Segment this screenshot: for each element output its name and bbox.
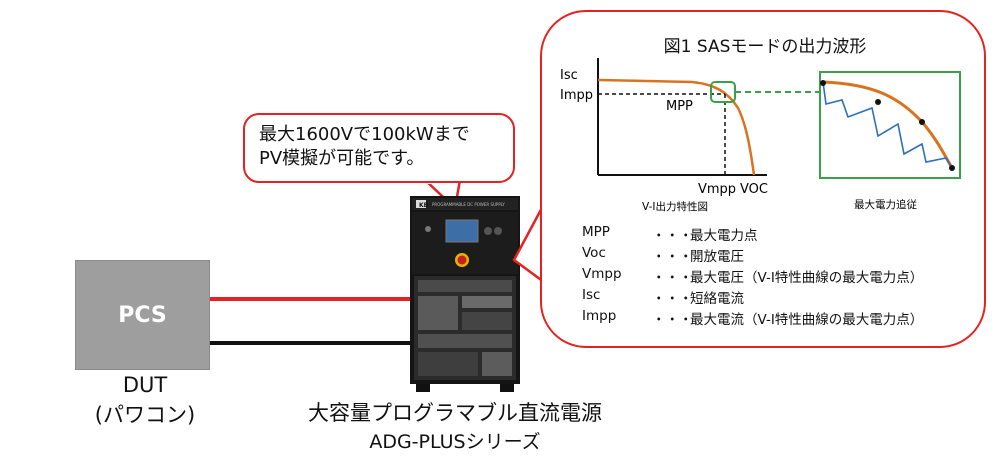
dut-label: DUT (122, 373, 168, 397)
callout-line1: 最大1600Vで100kWまで (259, 124, 470, 145)
vi-curve (597, 78, 756, 176)
tracking-box (819, 71, 961, 179)
power-supply-cabinet: KB PROGRAMMABLE DC POWER SUPPLY (410, 196, 520, 392)
display-screen (445, 219, 479, 243)
callout-bubble: 最大1600Vで100kWまで PV模擬が可能です。 (243, 113, 515, 183)
isc-tick: Isc (560, 68, 578, 83)
vmpp-tick: Vmpp (698, 182, 736, 197)
vi-caption: V-I出力特性図 (642, 200, 708, 213)
device-series: ADG-PLUSシリーズ (369, 431, 541, 453)
pcs-box: PCS (75, 260, 210, 370)
power-switch (425, 226, 431, 232)
positive-wire (210, 297, 415, 301)
front-panel-label: PROGRAMMABLE DC POWER SUPPLY (432, 202, 505, 207)
callout-line2: PV模擬が可能です。 (259, 148, 425, 169)
tracking-steps (822, 81, 953, 169)
tracking-curve (822, 80, 954, 169)
voc-tick: VOC (740, 182, 768, 197)
negative-wire (210, 341, 415, 345)
mpp-label: MPP (666, 99, 693, 114)
device-name: 大容量プログラマブル直流電源 (308, 401, 602, 425)
vi-chart: Isc Impp MPP Vmpp VOC V-I出力特性図 最大電力追従 (560, 58, 961, 213)
brand-logo-text: KB (419, 202, 429, 209)
dut-sublabel: (パワコン) (94, 403, 196, 427)
figure-title: 図1 SASモードの出力波形 (663, 37, 867, 57)
tracking-caption: 最大電力追従 (854, 198, 917, 211)
brand-logo (416, 200, 426, 208)
figure-panel: 図1 SASモードの出力波形 Isc Impp MPP Vmpp VOC V-I… (540, 10, 986, 348)
impp-tick: Impp (560, 88, 593, 103)
pcs-label: PCS (118, 302, 167, 328)
